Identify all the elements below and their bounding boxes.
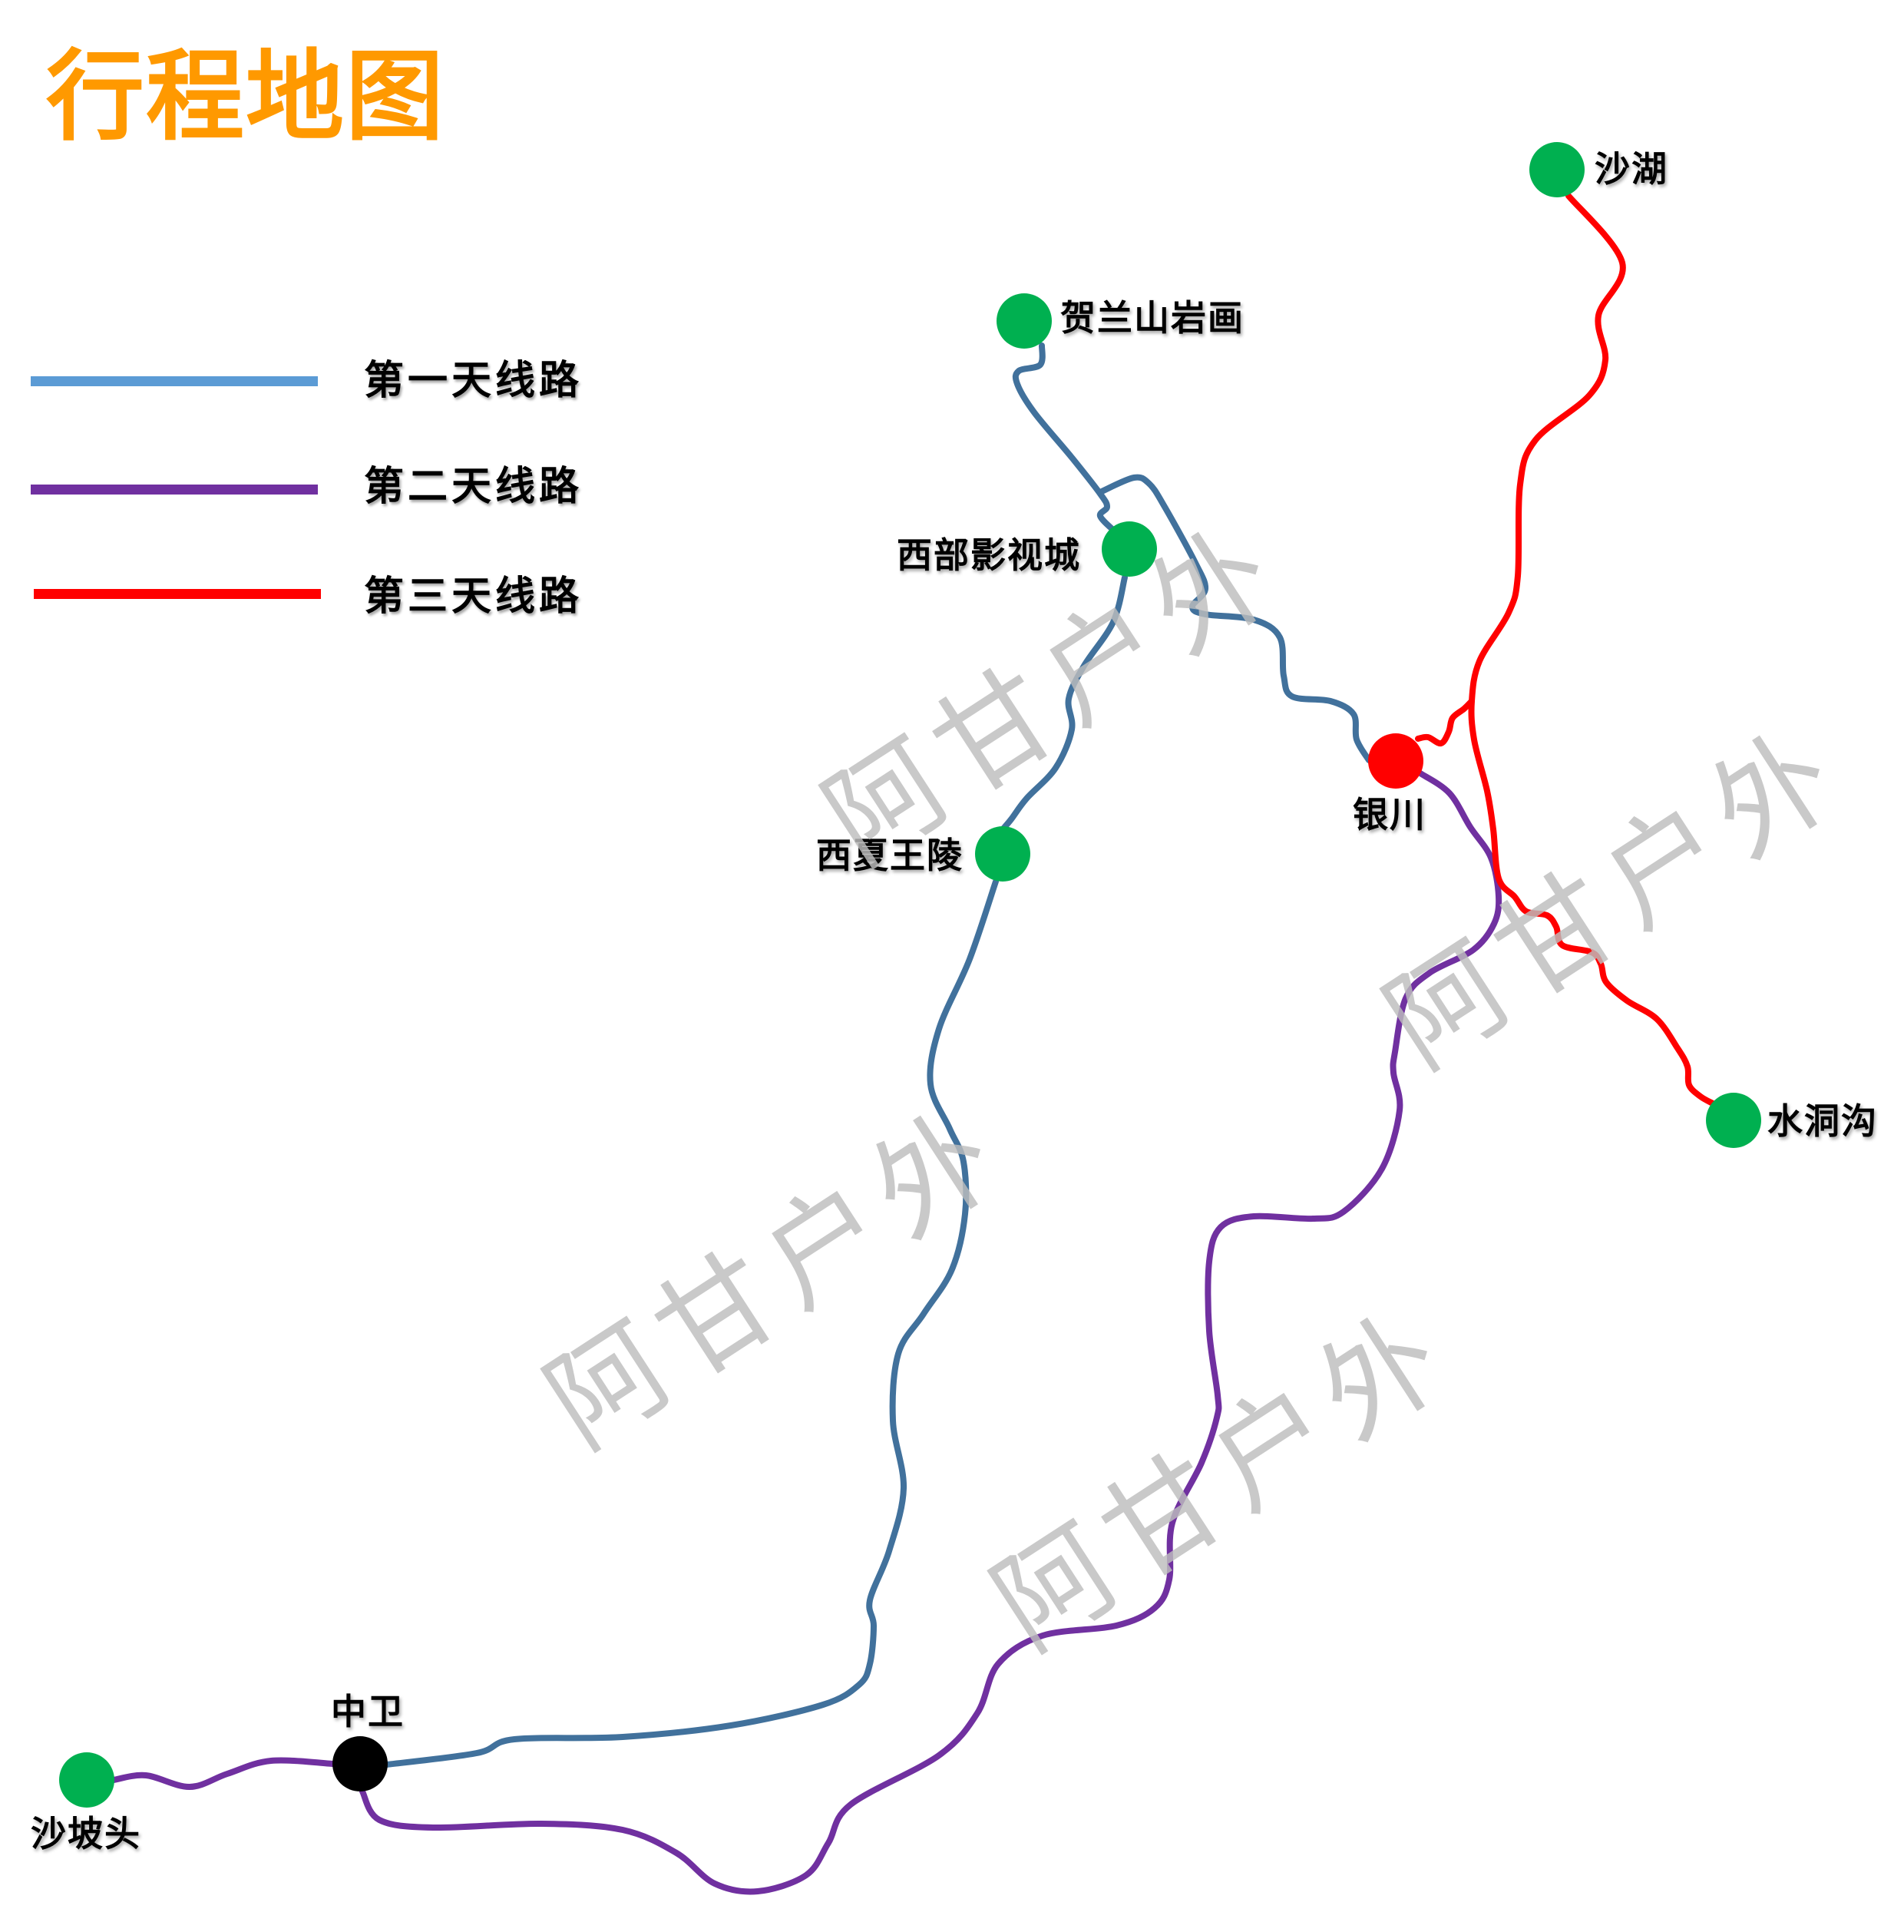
marker-shahu[interactable] [1529,142,1585,197]
marker-shuidonggou[interactable] [1706,1093,1761,1148]
marker-xixia-tombs[interactable] [975,826,1030,882]
marker-xibu-film-studio[interactable] [1102,521,1157,577]
watermark-2: 阿甘户外 [1364,700,1869,1093]
route-day1-segment-1 [384,878,999,1768]
route-day1-segment-2 [1000,574,1128,832]
legend-swatch-day3 [34,589,321,599]
legend-swatch-day2 [31,485,318,495]
route-day1-segment-4 [1099,474,1372,763]
place-markers [59,142,1761,1808]
route-day2 [111,770,1502,1895]
label-zhongwei: 中卫 [331,1691,405,1732]
legend-label-day1: 第一天线路 [364,358,583,404]
label-helanshan: 贺兰山岩画 [1060,297,1245,339]
route-day1 [384,342,1372,1768]
route-day3-segment-1 [1468,193,1716,1107]
place-labels: 沙湖 贺兰山岩画 西部影视城 西夏王陵 银川 水洞沟 中卫 沙坡头 [31,148,1878,1854]
label-shuidonggou: 水洞沟 [1767,1100,1878,1142]
marker-zhongwei[interactable] [332,1736,388,1791]
watermark-3: 阿甘户外 [524,1080,1030,1474]
legend-label-day2: 第二天线路 [364,464,583,510]
label-shapotou: 沙坡头 [31,1813,141,1854]
legend-label-day3: 第三天线路 [364,574,583,620]
label-shahu: 沙湖 [1595,148,1668,190]
page-title: 行程地图 [46,40,446,154]
label-xibu-film-studio: 西部影视城 [897,534,1081,576]
watermark-4: 阿甘户外 [971,1282,1476,1676]
label-yinchuan: 银川 [1353,794,1426,835]
route-day3-segment-2 [1415,698,1475,747]
route-day1-segment-3 [1012,342,1118,534]
route-day2-segment-2 [111,1757,336,1791]
legend-swatch-day1 [31,376,318,386]
marker-yinchuan[interactable] [1368,733,1423,789]
marker-helanshan[interactable] [997,293,1052,349]
route-day3 [1415,193,1716,1107]
label-xixia-tombs: 西夏王陵 [816,835,964,876]
route-day2-segment-1 [359,770,1502,1895]
watermarks: 阿甘户外 阿甘户外 阿甘户外 阿甘户外 [524,497,1869,1676]
marker-shapotou[interactable] [59,1752,114,1808]
